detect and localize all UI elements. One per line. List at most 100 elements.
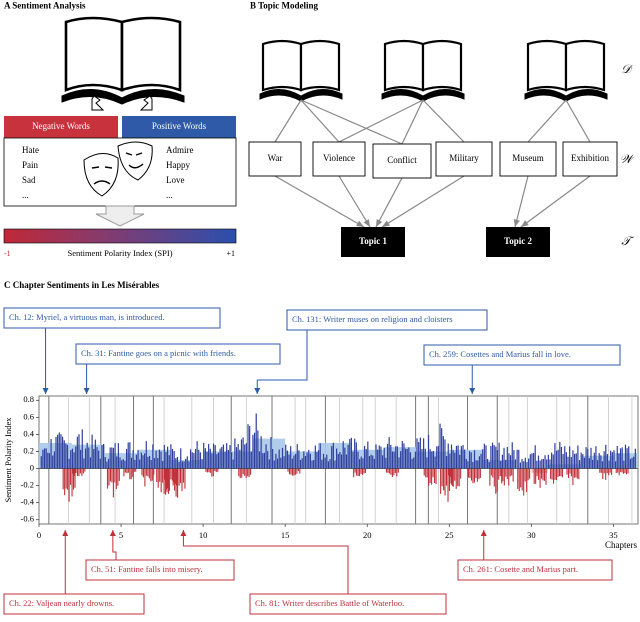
negative-bar — [117, 468, 119, 486]
negative-bar — [179, 468, 182, 484]
positive-bar — [70, 450, 72, 469]
positive-bar — [227, 449, 229, 469]
word-topic-edge — [338, 175, 371, 228]
doc-word-edge — [300, 99, 340, 143]
negative-bar — [118, 468, 120, 481]
arrowhead-icon — [382, 220, 390, 227]
negative-bar — [157, 468, 159, 488]
negative-bar — [551, 468, 553, 480]
positive-bar — [546, 459, 548, 469]
negative-bar — [555, 468, 558, 481]
positive-bar — [585, 447, 587, 469]
arrowhead-icon — [469, 388, 476, 394]
book-icon — [259, 39, 343, 102]
negative-bar — [454, 468, 456, 481]
positive-bar — [395, 446, 397, 469]
negative-bar — [68, 468, 70, 502]
negative-bar — [354, 468, 356, 473]
positive-bar — [529, 454, 531, 469]
annotation-label: Ch. 51: Fantine falls into misery. — [91, 564, 203, 574]
positive-bar — [611, 452, 613, 469]
positive-bar — [60, 434, 62, 469]
positive-bar — [491, 442, 494, 469]
negative-bar — [250, 468, 252, 475]
positive-bar — [273, 460, 275, 469]
negative-bar — [443, 468, 445, 491]
arrowhead-icon — [356, 220, 364, 227]
negative-bar — [451, 468, 453, 486]
positive-bar — [483, 443, 485, 469]
positive-bar — [288, 454, 290, 469]
positive-bar — [194, 448, 197, 469]
arrowhead-icon — [513, 219, 520, 227]
positive-bar — [342, 441, 344, 469]
negative-bar — [557, 468, 559, 477]
negative-bar — [114, 468, 116, 483]
negative-bar — [545, 468, 547, 485]
positive-bar — [383, 447, 385, 469]
positive-bar — [157, 458, 159, 469]
negative-bar — [602, 468, 604, 480]
positive-bar — [421, 448, 423, 469]
negative-bar — [244, 468, 246, 476]
positive-bar — [275, 453, 277, 469]
panel-a-title: A Sentiment Analysis — [4, 0, 86, 10]
positive-bar — [83, 458, 85, 469]
positive-bar — [299, 459, 302, 469]
negative-words-header — [4, 116, 118, 138]
positive-bar — [468, 451, 471, 469]
positive-bar — [239, 449, 241, 469]
positive-bar — [503, 447, 505, 469]
positive-bar — [578, 460, 581, 469]
positive-bar — [426, 457, 428, 469]
positive-bar — [122, 459, 124, 469]
positive-bar — [526, 462, 528, 469]
positive-bar — [406, 448, 408, 469]
negative-bar — [492, 468, 494, 478]
positive-bar — [135, 454, 138, 469]
negative-bar — [76, 468, 79, 477]
positive-bar — [465, 458, 467, 469]
negative-bar — [423, 468, 425, 476]
word-node-label: Exhibition — [571, 153, 609, 163]
negative-bar — [550, 468, 552, 479]
positive-bar — [260, 436, 262, 469]
negative-bar — [599, 468, 601, 473]
positive-bar — [221, 447, 223, 469]
positive-bar — [308, 449, 310, 469]
positive-bar — [112, 447, 115, 469]
positive-bar — [43, 448, 46, 469]
positive-bar — [145, 441, 147, 469]
negative-bar — [434, 468, 436, 483]
negative-bar — [84, 468, 86, 472]
negative-bar — [503, 468, 505, 486]
negative-bar — [287, 468, 289, 472]
book-page-left — [526, 39, 568, 92]
positive-bar — [531, 453, 533, 469]
positive-bar — [519, 462, 522, 469]
arrowhead-icon — [376, 219, 383, 227]
positive-bar — [462, 444, 464, 469]
negative-bar — [390, 468, 392, 475]
positive-bar — [524, 457, 526, 469]
word-topic-edge — [375, 177, 403, 228]
positive-bar — [434, 456, 436, 469]
negative-bar — [162, 468, 164, 483]
y-tick-label: 0.4 — [23, 428, 34, 438]
annotation-box — [423, 344, 621, 366]
positive-bar — [61, 436, 64, 469]
positive-bar — [388, 437, 390, 469]
negative-word: Sad — [22, 175, 36, 185]
positive-bar — [150, 459, 152, 469]
negative-bar — [67, 468, 69, 490]
negative-bar — [499, 468, 501, 477]
negative-bar — [502, 468, 504, 482]
negative-bar — [561, 468, 563, 478]
negative-bar — [611, 468, 613, 475]
negative-bar — [72, 468, 74, 474]
negative-bar — [448, 468, 450, 476]
positive-bar — [582, 454, 584, 469]
positive-bar — [613, 450, 615, 469]
positive-bar — [326, 454, 328, 469]
